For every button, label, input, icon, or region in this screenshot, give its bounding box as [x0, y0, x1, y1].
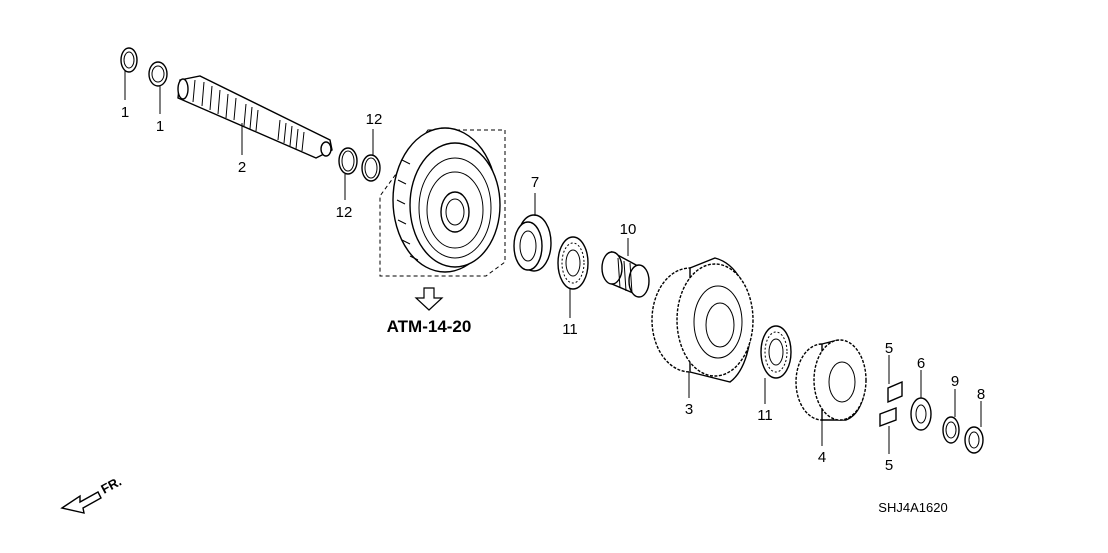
callout-11a: 11 — [562, 321, 578, 338]
front-arrow-icon — [60, 491, 102, 514]
callout-8: 8 — [977, 386, 985, 403]
callout-3: 3 — [685, 401, 693, 418]
washer-part-8 — [964, 426, 984, 454]
clutch-assembly — [379, 127, 506, 277]
reference-label: ATM-14-20 — [387, 317, 472, 336]
o-ring-part-12a — [338, 147, 358, 175]
callout-7: 7 — [531, 174, 539, 191]
callout-12a: 12 — [366, 111, 383, 128]
callout-1b: 1 — [156, 118, 164, 135]
diagram-code: SHJ4A1620 — [878, 500, 947, 515]
gear-part-4 — [795, 339, 867, 421]
front-arrow-label: FR. — [98, 474, 124, 497]
callout-9: 9 — [951, 373, 959, 390]
o-ring-part-12b — [361, 154, 381, 182]
needle-bearing-part-10 — [601, 250, 650, 298]
callout-5b: 5 — [885, 457, 893, 474]
bearing-part-7 — [513, 214, 552, 272]
callout-1a: 1 — [121, 104, 129, 121]
leader-lines — [124, 70, 982, 454]
reference-arrow — [414, 287, 444, 311]
callout-4: 4 — [818, 449, 826, 466]
shaft-part-2 — [177, 75, 333, 159]
callout-6: 6 — [917, 355, 925, 372]
callout-12b: 12 — [336, 204, 353, 221]
gear-part-3 — [651, 257, 754, 383]
thrust-bearing-part-11a — [557, 236, 589, 290]
callout-10: 10 — [620, 221, 637, 238]
callout-11b: 11 — [757, 407, 773, 424]
washer-part-1b — [148, 61, 168, 87]
cotter-part-5a — [887, 380, 903, 404]
collar-part-6 — [910, 397, 932, 431]
callout-5a: 5 — [885, 340, 893, 357]
callout-2: 2 — [238, 159, 246, 176]
washer-part-1a — [120, 47, 138, 73]
thrust-bearing-part-11b — [760, 325, 792, 379]
cotter-part-5b — [879, 406, 897, 428]
snap-ring-part-9 — [942, 416, 960, 444]
